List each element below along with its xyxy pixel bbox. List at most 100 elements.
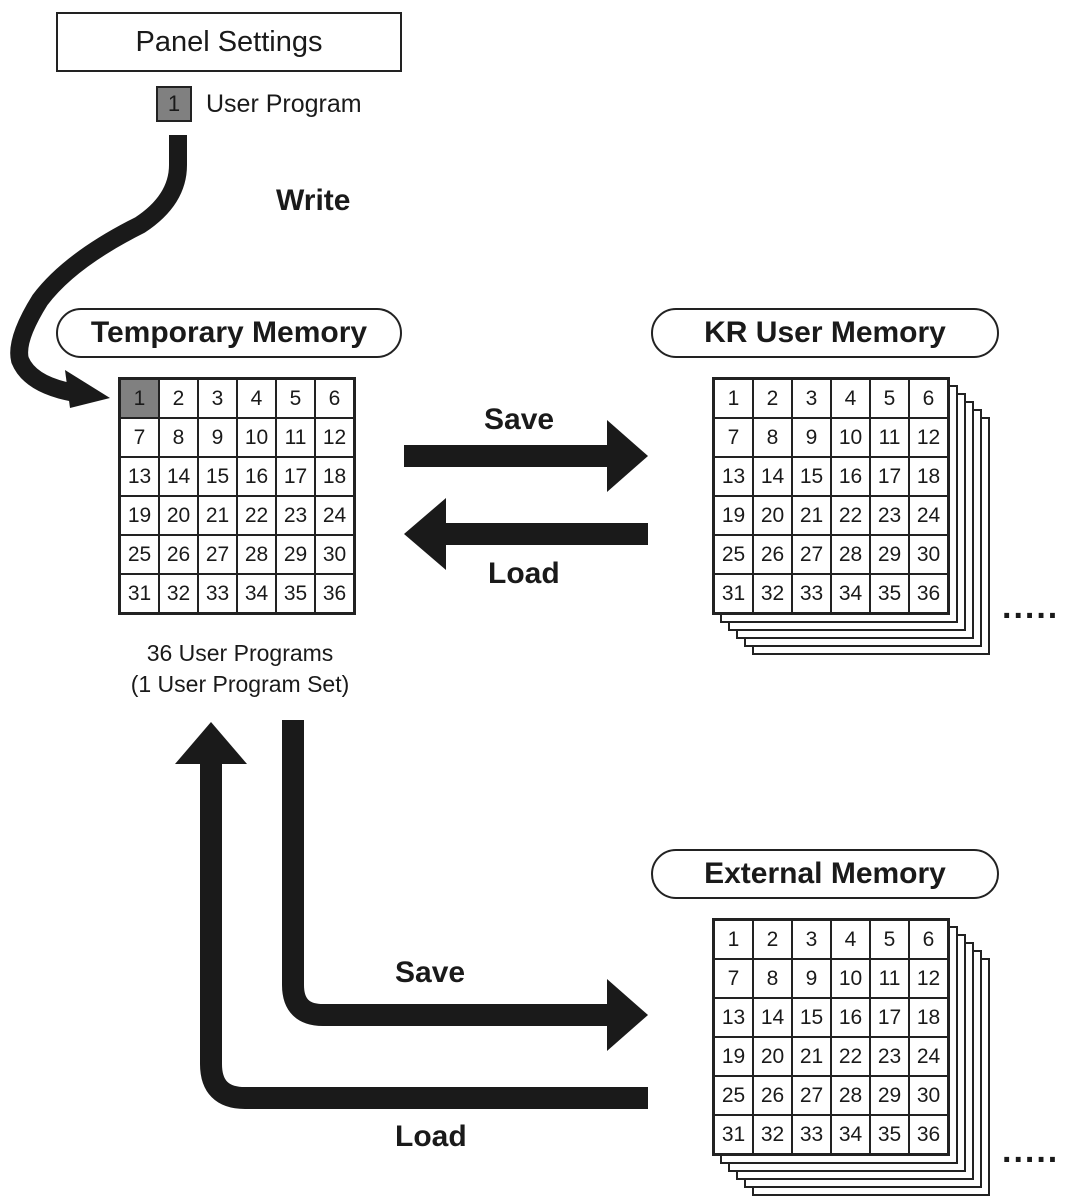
grid-cell: 7	[120, 418, 159, 457]
grid-cell: 7	[714, 418, 753, 457]
temporary-memory-caption: 36 User Programs (1 User Program Set)	[100, 638, 380, 700]
grid-cell: 23	[870, 1037, 909, 1076]
grid-cell: 11	[276, 418, 315, 457]
grid-cell: 2	[753, 920, 792, 959]
grid-cell: 11	[870, 959, 909, 998]
kr-user-memory-title-text: KR User Memory	[704, 316, 946, 349]
grid-cell: 27	[198, 535, 237, 574]
grid-cell: 3	[792, 920, 831, 959]
panel-settings-box: Panel Settings	[56, 12, 402, 72]
grid-cell: 29	[870, 1076, 909, 1115]
caption-line-2: (1 User Program Set)	[130, 671, 350, 697]
grid-cell: 29	[276, 535, 315, 574]
grid-cell: 1	[714, 920, 753, 959]
grid-cell: 1	[120, 379, 159, 418]
grid-cell: 34	[831, 1115, 870, 1154]
grid-cell: 17	[870, 457, 909, 496]
load-label-top: Load	[488, 557, 560, 590]
grid-cell: 10	[831, 959, 870, 998]
grid-cell: 21	[198, 496, 237, 535]
grid-cell: 3	[198, 379, 237, 418]
grid-cell: 25	[714, 535, 753, 574]
grid-cell: 14	[159, 457, 198, 496]
grid-cell: 19	[714, 1037, 753, 1076]
grid-cell: 30	[909, 535, 948, 574]
grid-cell: 20	[753, 496, 792, 535]
grid-cell: 16	[237, 457, 276, 496]
grid-cell: 28	[831, 1076, 870, 1115]
kr-user-memory-title: KR User Memory	[651, 308, 999, 358]
grid-cell: 19	[120, 496, 159, 535]
save-arrow-bottom-path	[282, 720, 612, 1026]
grid-cell: 16	[831, 998, 870, 1037]
grid-cell: 1	[714, 379, 753, 418]
grid-cell: 22	[237, 496, 276, 535]
grid-cell: 8	[753, 418, 792, 457]
grid-cell: 35	[870, 574, 909, 613]
grid-cell: 24	[909, 496, 948, 535]
user-program-legend-square: 1	[156, 86, 192, 122]
grid-cell: 14	[753, 457, 792, 496]
grid-cell: 35	[870, 1115, 909, 1154]
grid-cell: 22	[831, 496, 870, 535]
grid-cell: 25	[714, 1076, 753, 1115]
grid-cell: 12	[909, 418, 948, 457]
grid-cell: 6	[315, 379, 354, 418]
grid-cell: 8	[159, 418, 198, 457]
grid-cell: 32	[159, 574, 198, 613]
load-arrow-bottom-head	[175, 722, 247, 764]
grid-cell: 2	[159, 379, 198, 418]
grid-cell: 36	[909, 1115, 948, 1154]
grid-cell: 34	[237, 574, 276, 613]
grid-cell: 22	[831, 1037, 870, 1076]
grid-cell: 4	[237, 379, 276, 418]
panel-settings-title: Panel Settings	[135, 25, 323, 58]
grid-cell: 28	[237, 535, 276, 574]
grid-cell: 3	[792, 379, 831, 418]
grid-cell: 23	[276, 496, 315, 535]
grid-cell: 27	[792, 1076, 831, 1115]
grid-cell: 9	[198, 418, 237, 457]
load-label-bottom: Load	[395, 1120, 467, 1153]
grid-cell: 30	[909, 1076, 948, 1115]
save-arrow-top-shaft	[404, 445, 609, 467]
grid-cell: 34	[831, 574, 870, 613]
grid-cell: 24	[909, 1037, 948, 1076]
grid-cell: 15	[792, 457, 831, 496]
grid-cell: 27	[792, 535, 831, 574]
load-arrow-top-shaft	[444, 523, 648, 545]
grid-cell: 17	[276, 457, 315, 496]
grid-cell: 18	[909, 998, 948, 1037]
grid-cell: 36	[909, 574, 948, 613]
grid-cell: 5	[276, 379, 315, 418]
grid-cell: 21	[792, 1037, 831, 1076]
grid-cell: 15	[792, 998, 831, 1037]
grid-cell: 31	[714, 574, 753, 613]
grid-cell: 11	[870, 418, 909, 457]
grid-cell: 8	[753, 959, 792, 998]
write-label: Write	[276, 184, 351, 217]
grid-cell: 6	[909, 920, 948, 959]
grid-cell: 4	[831, 920, 870, 959]
save-label-bottom: Save	[395, 956, 466, 989]
save-label-top: Save	[484, 403, 555, 436]
grid-cell: 26	[753, 1076, 792, 1115]
load-arrow-top-head	[404, 498, 446, 570]
grid-cell: 33	[792, 1115, 831, 1154]
grid-cell: 9	[792, 959, 831, 998]
grid-cell: 13	[714, 998, 753, 1037]
grid-cell: 16	[831, 457, 870, 496]
grid-cell: 12	[909, 959, 948, 998]
grid-cell: 23	[870, 496, 909, 535]
grid-cell: 29	[870, 535, 909, 574]
grid-cell: 13	[714, 457, 753, 496]
grid-cell: 24	[315, 496, 354, 535]
grid-cell: 18	[315, 457, 354, 496]
grid-cell: 5	[870, 920, 909, 959]
external-memory-more: .....	[1002, 1132, 1060, 1170]
